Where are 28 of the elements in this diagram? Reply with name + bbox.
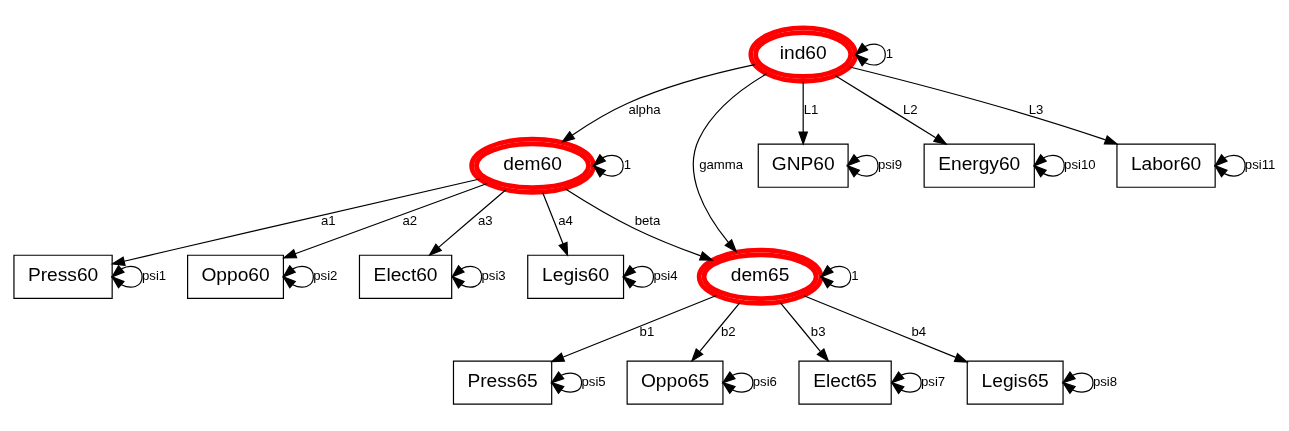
- edge-label: psi5: [581, 373, 606, 389]
- edge-label: psi9: [877, 156, 903, 172]
- edge-label: b1: [639, 323, 655, 339]
- edge-label: L1: [803, 101, 819, 116]
- edge-label: psi7: [921, 373, 946, 389]
- edge-label: L3: [1028, 101, 1044, 116]
- edge-label: psi10: [1064, 156, 1096, 172]
- edge-label: psi3: [481, 267, 506, 283]
- edge-label: beta: [634, 212, 661, 228]
- edge-label: b3: [810, 323, 826, 339]
- edge-label: psi4: [653, 267, 678, 283]
- edge-label: a1: [321, 212, 336, 228]
- edge-label: a3: [477, 212, 493, 228]
- edge-label: 1: [623, 156, 631, 172]
- edge-label: 1: [851, 267, 859, 283]
- edge-label: a4: [558, 212, 573, 228]
- edge-label: psi11: [1244, 156, 1276, 172]
- edge-label: L2: [903, 101, 918, 116]
- edge-label: 1: [885, 45, 894, 61]
- edge-label: a2: [402, 212, 418, 228]
- edge-label: b4: [911, 323, 927, 339]
- edge-label: alpha: [628, 101, 661, 116]
- edge-label: gamma: [699, 156, 744, 172]
- edge-label: psi8: [1092, 373, 1118, 389]
- edge-label: psi2: [313, 267, 338, 283]
- edge-label: psi1: [142, 267, 167, 283]
- edge-label: b2: [721, 323, 736, 339]
- edge-label: psi6: [752, 373, 777, 389]
